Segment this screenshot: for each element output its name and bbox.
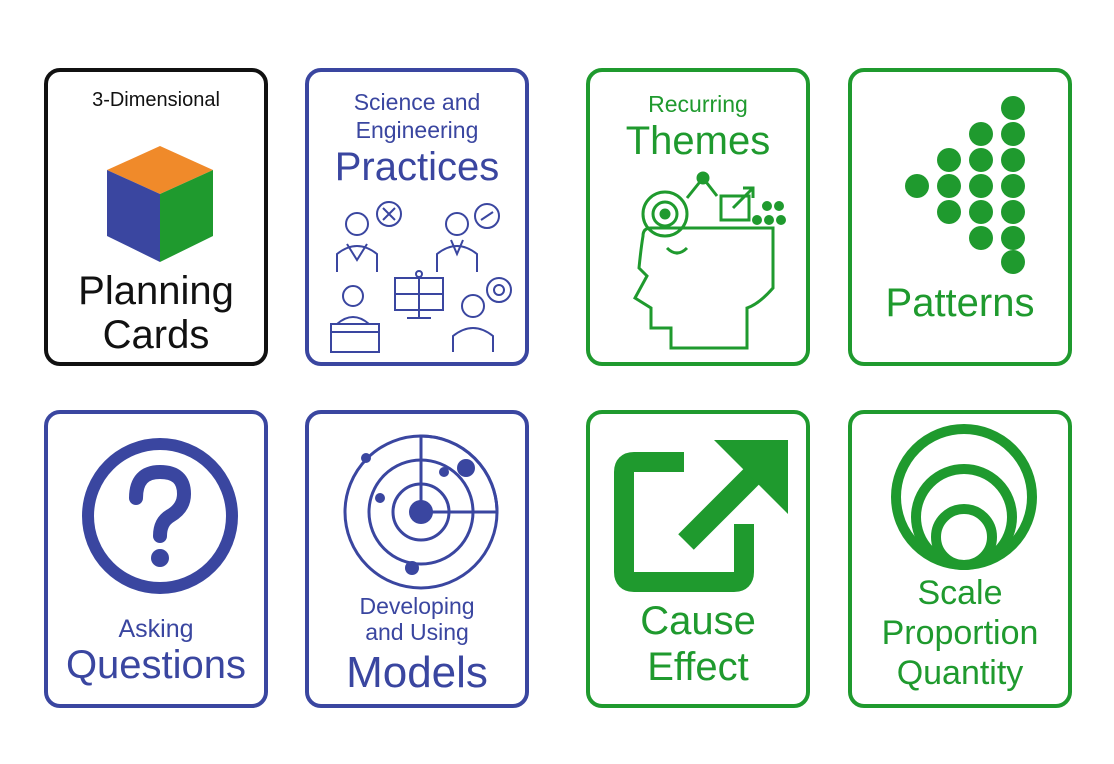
card-title-line2: Cards bbox=[102, 313, 210, 357]
video-call-icon bbox=[394, 270, 444, 319]
card-title: Practices bbox=[334, 145, 500, 189]
card-subtitle-line2: and Using bbox=[365, 619, 469, 645]
card-subtitle: 3-Dimensional bbox=[92, 89, 220, 111]
researcher-icon bbox=[436, 203, 500, 272]
card-planning[interactable]: 3-Dimensional Planning Cards bbox=[44, 68, 268, 366]
cube-icon bbox=[107, 146, 213, 262]
people-icons bbox=[330, 201, 512, 353]
dot-arrow-icon bbox=[905, 96, 1025, 274]
nested-circles-icon bbox=[891, 424, 1037, 570]
card-title: Themes bbox=[625, 119, 771, 163]
card-title-line1: Scale bbox=[917, 574, 1003, 612]
card-subtitle-line1: Science and bbox=[353, 89, 481, 115]
card-questions[interactable]: Asking Questions bbox=[44, 410, 268, 708]
card-models[interactable]: Developing and Using Models bbox=[305, 410, 529, 708]
card-subtitle: Asking bbox=[118, 615, 194, 643]
card-title: Patterns bbox=[885, 281, 1035, 325]
arrow-out-box-icon bbox=[614, 440, 788, 592]
card-title-line1: Cause bbox=[640, 599, 756, 643]
card-title-line1: Planning bbox=[78, 269, 234, 313]
card-title-line2: Proportion bbox=[881, 614, 1039, 652]
scientist-icon bbox=[336, 201, 402, 272]
card-title-line3: Quantity bbox=[896, 654, 1024, 692]
radar-icon bbox=[343, 434, 499, 590]
card-title-line2: Effect bbox=[647, 645, 749, 689]
card-themes[interactable]: Recurring Themes bbox=[586, 68, 810, 366]
card-cause-effect[interactable]: Cause Effect bbox=[586, 410, 810, 708]
card-patterns[interactable]: Patterns bbox=[848, 68, 1072, 366]
card-scale[interactable]: Scale Proportion Quantity bbox=[848, 410, 1072, 708]
card-practices[interactable]: Science and Engineering Practices bbox=[305, 68, 529, 366]
question-mark-icon bbox=[82, 438, 238, 594]
card-subtitle-line2: Engineering bbox=[355, 117, 479, 143]
card-subtitle: Recurring bbox=[648, 91, 748, 117]
card-subtitle-line1: Developing bbox=[359, 593, 475, 619]
card-title: Models bbox=[346, 648, 488, 697]
head-icon bbox=[633, 171, 786, 350]
engineer-icon bbox=[452, 277, 512, 352]
speaker-icon bbox=[330, 285, 380, 353]
card-title: Questions bbox=[65, 643, 247, 687]
